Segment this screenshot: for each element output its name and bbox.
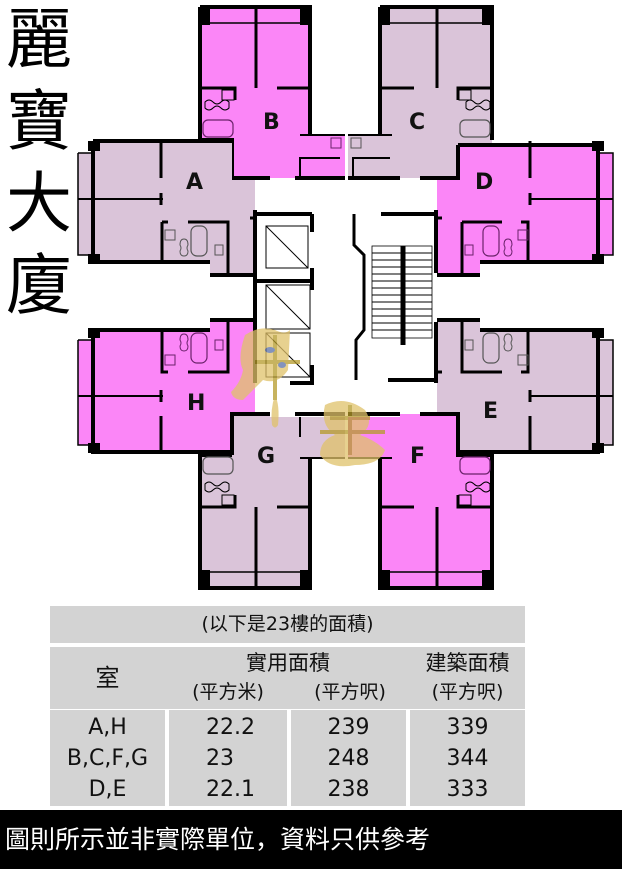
- disclaimer-footer: 圖則所示並非實際單位，資料只供參考: [0, 810, 622, 869]
- header-room: 室: [95, 664, 120, 692]
- title-char-2: 寶: [6, 83, 72, 160]
- column-room: A,H B,C,F,G D,E: [50, 710, 165, 806]
- unit-h[interactable]: H: [77, 318, 255, 454]
- header-usable-area: 實用面積: [246, 651, 330, 675]
- cell-usable-sqft: 248: [327, 746, 370, 771]
- cell-usable-sqft: 239: [327, 715, 370, 740]
- unit-g[interactable]: G: [198, 412, 345, 590]
- unit-d[interactable]: D: [437, 141, 614, 277]
- header-gross-sqft: (平方呎): [431, 681, 504, 703]
- unit-a[interactable]: A: [77, 139, 255, 277]
- unit-e-label: E: [483, 399, 498, 424]
- cell-room: B,C,F,G: [66, 746, 149, 771]
- header-usable-sqm: (平方米): [192, 681, 264, 703]
- unit-e[interactable]: E: [437, 318, 614, 454]
- staircase: [352, 210, 438, 383]
- header-usable-sqft: (平方呎): [314, 681, 386, 703]
- column-gross-sqft: 339 344 333: [410, 710, 525, 806]
- cell-usable-sqm: 22.2: [206, 715, 255, 740]
- column-usable-sqm: 22.2 23 22.1: [169, 710, 287, 806]
- column-usable-sqft: 239 248 238: [291, 710, 406, 806]
- cell-gross-sqft: 339: [446, 715, 489, 740]
- cell-gross-sqft: 333: [446, 777, 489, 802]
- unit-d-label: D: [475, 170, 493, 195]
- unit-f-label: F: [410, 444, 425, 469]
- unit-g-label: G: [257, 444, 275, 469]
- unit-c[interactable]: C: [348, 5, 494, 180]
- building-title: 麗 寶 大 廈: [0, 0, 78, 328]
- watermark: [231, 328, 385, 467]
- cell-usable-sqm: 23: [206, 746, 234, 771]
- cell-usable-sqft: 238: [327, 777, 370, 802]
- unit-h-label: H: [187, 391, 205, 416]
- unit-b[interactable]: B: [198, 5, 345, 180]
- title-char-1: 麗: [6, 1, 72, 78]
- floor-plan: B C A: [77, 5, 614, 590]
- unit-a-label: A: [186, 170, 203, 195]
- table-header: 室 實用面積 建築面積 (平方米) (平方呎) (平方呎): [50, 647, 525, 709]
- header-gross-area: 建築面積: [425, 651, 510, 675]
- table-caption: (以下是23樓的面積): [50, 606, 525, 643]
- cell-usable-sqm: 22.1: [206, 777, 255, 802]
- unit-b-label: B: [263, 110, 280, 135]
- title-char-4: 廈: [6, 247, 72, 324]
- unit-c-label: C: [409, 110, 425, 135]
- cell-room: D,E: [88, 777, 127, 802]
- cell-gross-sqft: 344: [446, 746, 489, 771]
- cell-room: A,H: [88, 715, 127, 740]
- title-char-3: 大: [6, 165, 72, 242]
